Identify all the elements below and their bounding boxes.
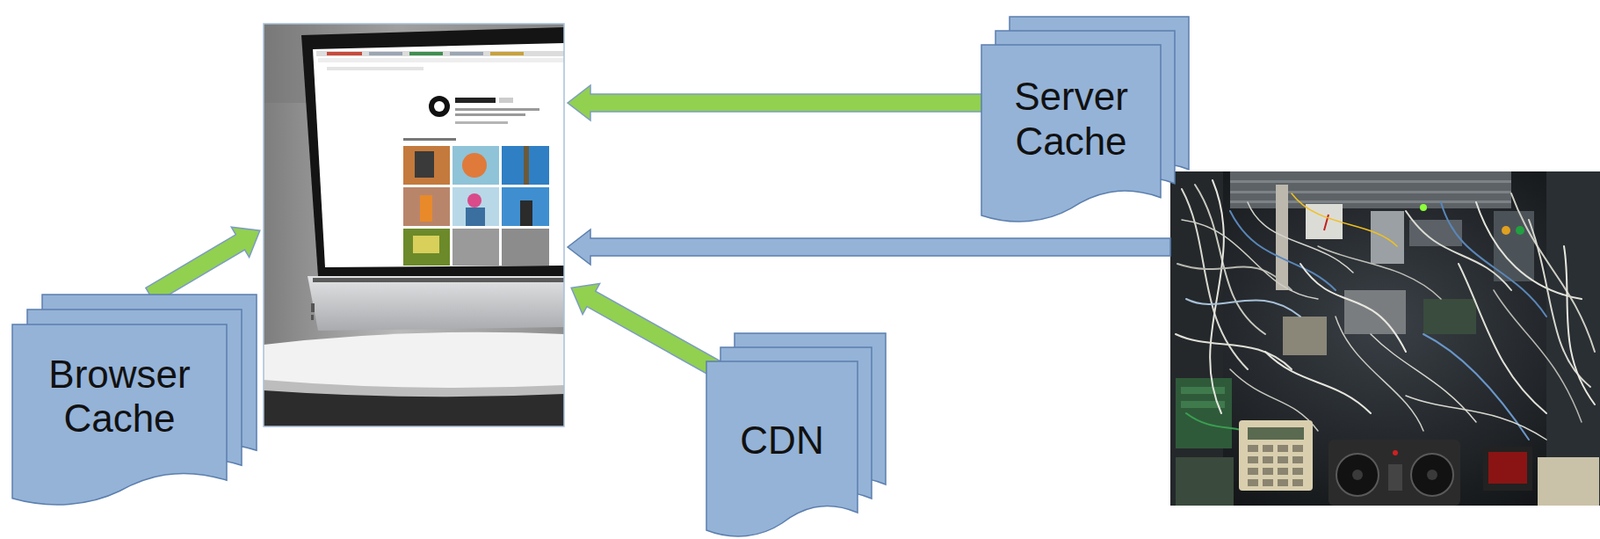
arrow [567, 85, 985, 121]
arrow [562, 272, 725, 385]
node-label: Server Cache [981, 74, 1161, 164]
text-area: CDN [706, 361, 858, 520]
laptop-photo [263, 23, 565, 427]
calculator-keys [1247, 444, 1304, 486]
document-stack: Browser Cache [12, 324, 227, 506]
document-sheet [706, 361, 858, 536]
document-sheet [981, 44, 1161, 222]
node-label: CDN [739, 418, 824, 464]
photo-frame [263, 23, 565, 427]
text-area: Browser Cache [12, 324, 227, 487]
document-sheet [12, 324, 227, 505]
arrow [567, 229, 1171, 265]
server-room-photo [1170, 171, 1600, 506]
wires [1175, 180, 1595, 457]
node-label: Browser Cache [12, 352, 227, 442]
text-area: Server Cache [981, 44, 1161, 205]
document-stack: Server Cache [981, 44, 1161, 223]
document-stack: CDN [706, 361, 858, 537]
